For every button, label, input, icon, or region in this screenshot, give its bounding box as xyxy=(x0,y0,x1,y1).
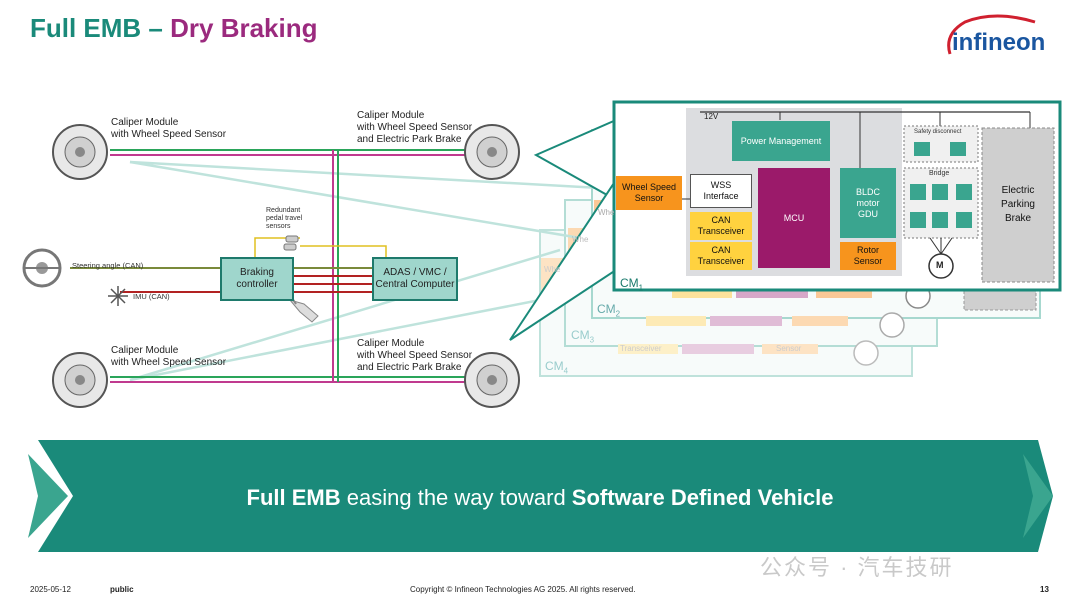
ghost-motor-3 xyxy=(879,312,905,338)
ghost-sensor-2 xyxy=(816,288,872,298)
imu-icon xyxy=(108,286,128,306)
can-transceiver-box-2: CAN Transceiver xyxy=(690,242,752,270)
can-transceiver-box-1: CAN Transceiver xyxy=(690,212,752,240)
ghost-mcu-4 xyxy=(682,344,754,354)
footer-page-number: 13 xyxy=(1040,585,1049,594)
title-part-1: Full EMB – xyxy=(30,13,171,43)
infineon-logo: infineon xyxy=(940,14,1052,66)
power-management-box: Power Management xyxy=(732,121,830,161)
bridge-label: Bridge xyxy=(929,170,950,177)
caliper-label-tr: Caliper Module with Wheel Speed Sensor a… xyxy=(357,110,473,145)
pedal-sensor-icon-1 xyxy=(285,235,299,243)
voltage-label: 12V xyxy=(704,112,719,121)
ghost-sensor-3 xyxy=(792,316,848,326)
redundant-sensor-label: Redundant pedal travel sensors xyxy=(266,207,303,230)
banner-arrow xyxy=(28,440,1053,552)
ghost-transceiver-2 xyxy=(672,288,732,298)
central-computer-box: ADAS / VMC / Central Computer xyxy=(372,257,458,301)
motor-icon xyxy=(928,253,954,279)
watermark: 公众号 · 汽车技研 xyxy=(760,555,954,580)
ghost-transceiver-3 xyxy=(646,316,706,326)
motor-label: M xyxy=(936,260,944,270)
brake-pedal-icon xyxy=(288,299,319,323)
wheel-icon-bl xyxy=(52,352,108,408)
rotor-sensor-box: Rotor Sensor xyxy=(840,242,896,270)
system-diagram xyxy=(22,100,1062,408)
ghost-wheel-label-1: Whe xyxy=(544,265,561,274)
wheel-speed-sensor-box: Wheel Speed Sensor xyxy=(616,176,682,210)
cm2-label: CM2 xyxy=(597,302,621,319)
steering-label: Steering angle (CAN) xyxy=(72,261,144,270)
ghost-motor-4 xyxy=(853,340,879,366)
footer-classification: public xyxy=(110,585,134,594)
imu-label: IMU (CAN) xyxy=(133,292,170,301)
epb-box xyxy=(981,127,1055,283)
wheel-icon-br xyxy=(464,352,520,408)
ghost-wheel-label-3: Whe xyxy=(598,208,615,217)
cm4-label: CM4 xyxy=(545,359,569,376)
ghost-sensor-4 xyxy=(762,344,818,354)
ghost-mcu-3 xyxy=(710,316,782,326)
page-title: Full EMB – Dry Braking xyxy=(30,13,318,44)
braking-controller-box: Braking controller xyxy=(220,257,294,301)
wss-interface-box: WSS Interface xyxy=(690,174,752,208)
footer-date: 2025-05-12 xyxy=(30,585,71,594)
cm3-label: CM3 xyxy=(571,328,595,345)
pedal-sensor-icon-2 xyxy=(283,243,297,251)
caliper-label-bl: Caliper Module with Wheel Speed Sensor xyxy=(111,345,227,368)
title-part-2: Dry Braking xyxy=(170,13,318,43)
safety-disconnect-label: Safety disconnect xyxy=(914,129,962,135)
ghost-sensor-label: Sensor xyxy=(776,344,802,353)
ghost-transceiver-4 xyxy=(618,344,678,354)
cm1-label: CM1 xyxy=(620,276,644,293)
bldc-gdu-box: BLDC motor GDU xyxy=(840,168,896,238)
wheel-icon-tr xyxy=(464,124,520,180)
logo-text: infineon xyxy=(952,29,1045,56)
banner-text: Full EMB easing the way toward Software … xyxy=(246,485,834,510)
steering-wheel-icon xyxy=(22,248,62,288)
mcu-box: MCU xyxy=(758,168,830,268)
ghost-wheel-label-2: Whe xyxy=(572,235,589,244)
footer-copyright: Copyright © Infineon Technologies AG 202… xyxy=(410,585,636,594)
epb-label: Electric Parking Brake xyxy=(1001,185,1035,224)
ghost-transceiver-label: Transceiver xyxy=(620,344,662,353)
caliper-label-br: Caliper Module with Wheel Speed Sensor a… xyxy=(357,338,473,373)
caliper-label-tl: Caliper Module with Wheel Speed Sensor xyxy=(111,117,227,140)
ghost-mcu-2 xyxy=(736,288,808,298)
wheel-icon-tl xyxy=(52,124,108,180)
bridge-switches xyxy=(910,142,972,228)
